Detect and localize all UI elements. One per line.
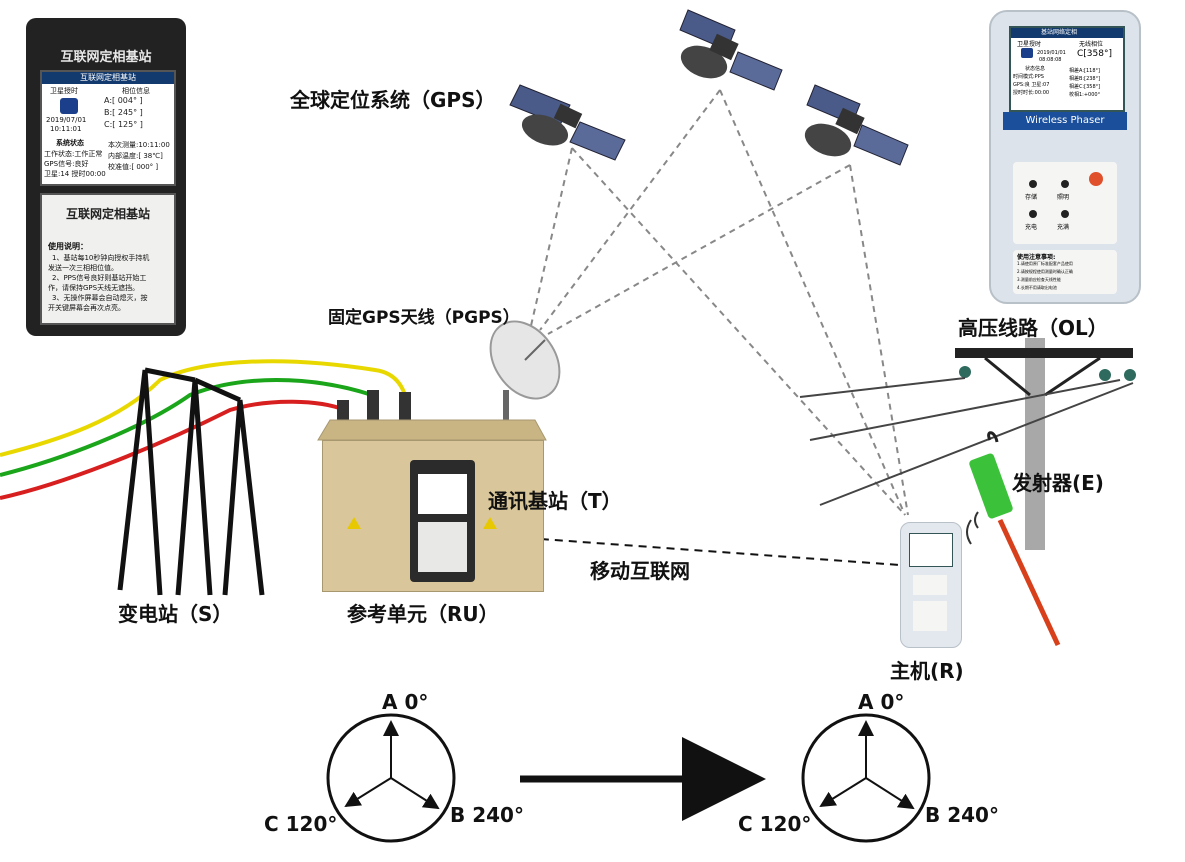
phaser-header: 基站网络定相: [1041, 29, 1078, 36]
phaser-phase: C[358°]: [1077, 49, 1112, 59]
device-label-panel: 互联网定相基站 使用说明： 1、基站每10秒钟向授权手持机 发送一次三相相位值。…: [40, 193, 176, 325]
power-button[interactable]: [1089, 172, 1103, 186]
charge-label: 充电: [1025, 224, 1038, 231]
label-substation: 变电站（S）: [118, 602, 233, 626]
emitter-icon: [966, 431, 1061, 647]
light-label: 照明: [1057, 194, 1070, 201]
panel-title: 互联网定相基站: [65, 207, 150, 221]
instruction-line: 2、PPS信号良好则基站开始工: [52, 274, 147, 282]
phaser-timing: 授时时长:00:00: [1013, 90, 1050, 96]
phaser-button-panel: 存储 照明 充电 充满: [1013, 162, 1117, 244]
phase-a: A:[ 004° ]: [104, 96, 143, 105]
light-button[interactable]: [1061, 180, 1069, 188]
phasor-a-label: A 0°: [382, 690, 429, 714]
label-ol: 高压线路（OL）: [958, 316, 1108, 340]
status-title: 系统状态: [56, 139, 84, 147]
wireless-phaser-device: 基站网络定相 卫星授时 无线相位 2019/01/01 08:08:08 C[3…: [989, 10, 1141, 304]
label-emitter: 发射器(E): [1012, 471, 1104, 495]
phaser-status-title: 状态信息: [1025, 66, 1046, 72]
label-gps: 全球定位系统（GPS）: [290, 88, 496, 112]
phasor-c-label: C 120°: [738, 812, 812, 836]
phasor-a-label: A 0°: [858, 690, 905, 714]
device-title: 互联网定相基站: [60, 50, 152, 65]
ru-roof: [317, 419, 547, 441]
notice-line: 2.请按规程使用测量时确认正确: [1017, 269, 1073, 274]
phaser-rb: 相差B:[238°]: [1069, 76, 1101, 82]
substation-wires: [0, 359, 407, 500]
satellite-icon: [679, 9, 783, 91]
instruction-line: 发送一次三相相位值。: [48, 264, 118, 272]
label-mobile-internet: 移动互联网: [590, 559, 690, 583]
phaser-ra: 相差A:[118°]: [1069, 68, 1100, 74]
charge-led: [1029, 210, 1037, 218]
warning-sign-icon: [483, 517, 497, 529]
device-screen: 互联网定相基站 卫星授时 相位信息 2019/07/01 10:11:01 A:…: [40, 70, 176, 186]
reference-unit-panel: [410, 460, 475, 582]
notice-line: 3.测量前应检查天线性能: [1017, 277, 1061, 282]
label-host: 主机(R): [890, 659, 964, 683]
satellite-icon: [509, 84, 626, 161]
phasor-diagram-after: [801, 713, 931, 843]
mobile-internet-link: [484, 534, 901, 566]
phaser-cal: 校相1:+000°: [1069, 92, 1101, 98]
phaser-brand: Wireless Phaser: [1003, 112, 1127, 130]
phase-c: C:[ 125° ]: [104, 120, 143, 129]
internal-temp: 内部温度:[ 38℃]: [108, 152, 163, 160]
phaser-time: 08:08:08: [1039, 57, 1062, 63]
warning-sign-icon: [347, 517, 361, 529]
col-left: 卫星授时: [50, 87, 78, 95]
phaser-col-left: 卫星授时: [1017, 41, 1042, 48]
instructions-title: 使用说明：: [48, 242, 88, 251]
instruction-line: 3、无操作屏幕会自动熄灭，按: [52, 294, 148, 302]
col-right: 相位信息: [122, 87, 150, 95]
phasor-diagram-before: [326, 713, 456, 843]
gps-signal: GPS信号:良好: [44, 160, 89, 168]
label-reference-unit: 参考单元（RU）: [347, 602, 499, 626]
phaser-col-right: 无线相位: [1079, 41, 1104, 48]
instruction-line: 开关键屏幕会再次点亮。: [48, 304, 125, 312]
time: 10:11:01: [50, 125, 82, 133]
host-device: [900, 522, 962, 648]
satellite-logo-icon: [1021, 48, 1033, 58]
phaser-mode: 时间模式:PPS: [1013, 74, 1044, 80]
work-status: 工作状态:工作正常: [44, 150, 103, 158]
notice-line: 1.请使用原厂标准配套产品使用: [1017, 261, 1073, 266]
notice-title: 使用注意事项:: [1017, 254, 1056, 261]
satellite-logo-icon: [60, 98, 78, 114]
power-pole: [955, 338, 1136, 550]
phaser-gps: GPS:良 卫星:07: [1013, 82, 1050, 88]
store-label: 存储: [1025, 194, 1038, 201]
date: 2019/07/01: [46, 116, 87, 124]
gps-signal-lines: [529, 89, 909, 516]
satellites: 卫星:14 授时00:00: [44, 170, 106, 178]
instruction-line: 作，请保持GPS天线无遮挡。: [48, 284, 140, 292]
phasor-b-label: B 240°: [925, 803, 999, 827]
measure-time: 本次测量:10:11:00: [108, 141, 170, 149]
phaser-notice: 使用注意事项: 1.请使用原厂标准配套产品使用 2.请按规程使用测量时确认正确 …: [1013, 250, 1117, 294]
instruction-line: 1、基站每10秒钟向授权手持机: [52, 254, 150, 262]
substation-tower: [117, 367, 265, 596]
satellite-icon: [804, 84, 909, 166]
phaser-date: 2019/01/01: [1037, 50, 1066, 56]
phasor-c-label: C 120°: [264, 812, 338, 836]
full-label: 充满: [1057, 224, 1070, 231]
phase-b: B:[ 245° ]: [104, 108, 143, 117]
store-button[interactable]: [1029, 180, 1037, 188]
base-station-device: 互联网定相基站 互联网定相基站 卫星授时 相位信息 2019/07/01 10:…: [26, 18, 186, 336]
screen-title: 互联网定相基站: [80, 73, 136, 82]
phasor-b-label: B 240°: [450, 803, 524, 827]
gps-dish-icon: [489, 320, 561, 436]
host-screen: [909, 533, 953, 567]
phaser-rc: 相差C:[358°]: [1069, 84, 1101, 90]
calib-value: 校准值:[ 000° ]: [108, 163, 159, 171]
phaser-screen: 基站网络定相 卫星授时 无线相位 2019/01/01 08:08:08 C[3…: [1009, 26, 1125, 112]
full-led: [1061, 210, 1069, 218]
notice-line: 4.长期不用请取出电池: [1017, 285, 1057, 290]
label-t: 通讯基站（T）: [488, 489, 622, 513]
overhead-lines: [799, 377, 1134, 506]
label-pgps: 固定GPS天线（PGPS）: [328, 308, 520, 328]
